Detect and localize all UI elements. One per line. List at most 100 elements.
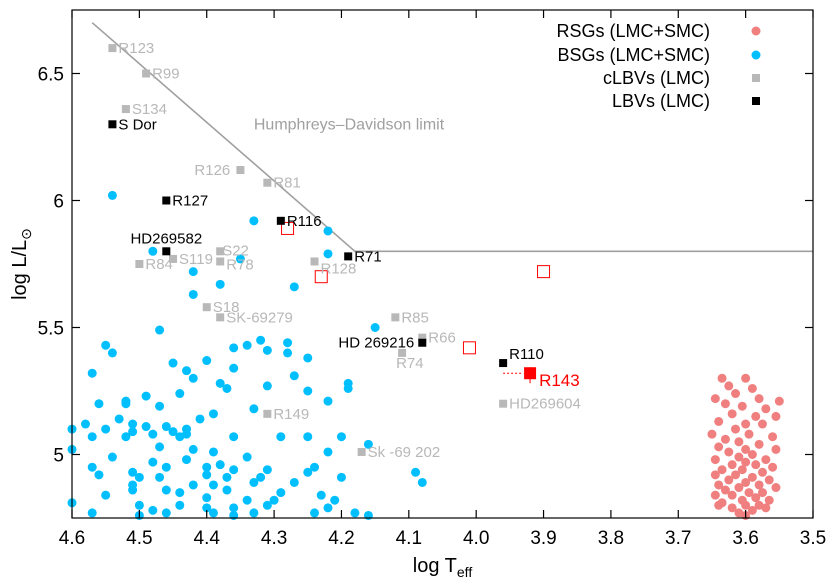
bsg-point [188,444,198,454]
bsg-point [343,383,353,393]
bsg-point [202,503,212,513]
clbv-label: R74 [396,355,424,372]
lbv-point [499,359,508,368]
bsg-point [363,439,373,449]
y-tick-label: 5 [53,446,64,467]
bsg-point [161,508,171,518]
rsg-point [707,429,717,439]
bsg-point [323,396,333,406]
bsg-point [316,490,326,500]
legend: RSGs (LMC+SMC) BSGs (LMC+SMC) cLBVs (LMC… [556,21,761,111]
clbv-point [216,313,225,322]
bsg-point [363,510,373,520]
bsg-point [148,505,158,515]
legend-marker-rsg [751,26,761,36]
bsg-point [262,465,272,475]
rsg-point [768,462,778,472]
clbv-point [263,178,272,187]
bsg-point [175,500,185,510]
x-tick-label: 3.7 [665,528,691,549]
bsg-point [87,432,97,442]
bsg-point [336,472,346,482]
rsg-point [747,450,757,459]
r143-history-point [281,221,295,235]
bsg-point [249,477,259,487]
bsg-point [148,457,158,467]
bsg-point [101,340,111,350]
bsg-point [128,419,138,429]
bsg-point [242,340,252,350]
x-tick-label: 3.5 [800,528,826,549]
rsg-point [771,411,781,421]
rsg-point [710,470,720,480]
clbv-label: S18 [213,299,240,316]
rsg-point [720,485,730,495]
clbv-point [108,44,117,53]
bsg-point [310,462,320,472]
x-tick-label: 4.1 [396,528,422,549]
rsg-point [727,503,737,513]
bsg-point [417,477,427,487]
rsg-point [724,447,734,457]
bsg-point [289,371,299,381]
bsg-point [289,282,299,292]
bsg-point [276,488,286,498]
bsg-point [121,432,131,442]
bsg-point [202,470,212,480]
rsg-point [737,465,747,475]
bsg-point [114,414,124,424]
legend-marker-clbv [752,74,760,82]
clbv-point [263,409,272,418]
rsg-point [764,495,774,505]
rsg-point [710,455,720,465]
rsg-point [768,432,778,442]
clbv-point [418,333,427,342]
bsg-point [289,477,299,487]
bsg-point [94,399,104,409]
bsg-point [155,401,165,411]
clbv-label: S134 [132,101,167,118]
y-tick-label: 6 [53,192,64,213]
rsg-point [757,488,767,498]
rsg-point [734,483,744,493]
bsg-point [175,488,185,498]
rsg-point [744,488,754,498]
x-tick-label: 4.3 [261,528,287,549]
bsg-point [229,503,239,513]
bsg-point [370,323,380,332]
bsg-point [155,472,165,482]
bsg-point [323,503,333,513]
bsg-point [249,508,259,518]
rsg-point [747,383,757,393]
bsg-point [276,432,286,442]
lbv-point [276,216,285,225]
bsg-point [87,368,97,378]
rsg-point [731,389,741,399]
clbv-label: R99 [152,66,180,83]
rsg-point [717,373,727,383]
clbv-label: S22 [222,242,249,259]
bsg-point [303,386,313,396]
clbv-label: R149 [273,406,309,423]
bsg-point [182,366,192,376]
x-tick-label: 4.4 [194,528,221,549]
bsg-point [323,447,333,457]
clbv-label: HD269604 [509,396,581,413]
bsg-point [101,490,111,500]
bsg-point [303,353,313,363]
lbv-point [418,338,427,347]
bsg-point [235,254,245,264]
bsg-point [155,442,165,452]
bsg-point [141,422,151,432]
clbv-label: Sk -69 202 [368,444,441,461]
rsg-point [724,381,734,391]
bsg-point [283,338,293,348]
r143-point [524,367,537,380]
bsg-point [262,381,272,391]
rsg-point [731,424,741,434]
bsg-point [175,389,185,399]
clbv-point [202,303,211,312]
bsg-point [128,467,138,477]
bsg-point [134,472,144,482]
